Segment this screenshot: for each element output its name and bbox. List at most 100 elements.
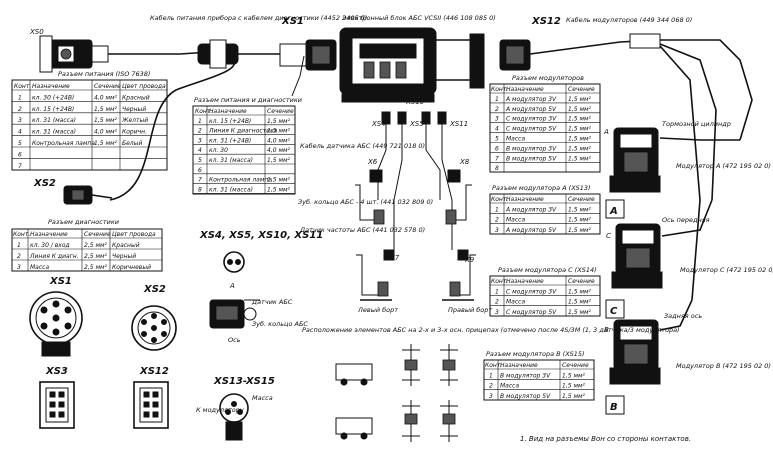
mod-main-cell: B модулятор 3V (506, 145, 557, 152)
xs2-th-2: Сечение (84, 231, 111, 238)
diag-cell: 6 (198, 167, 202, 174)
pinout-xs2 (131, 305, 177, 351)
mod-a-cell: 1,5 мм² (568, 206, 592, 213)
pinout-a-label: А (229, 282, 235, 290)
xs2-cell: Коричневый (112, 264, 151, 271)
modulator-cable-label: Кабель модуляторов (449 344 068 0) (566, 16, 692, 24)
xs2-th-3: Цвет провода (112, 231, 156, 238)
modulator-b-caption: Модулятор В (472 195 02 0) (676, 362, 771, 370)
modulator-b (605, 299, 693, 415)
mod-a-cell: 1 (495, 206, 499, 213)
modulator-a-note: Тормозной цилиндр (662, 120, 731, 128)
diag-cell: кл. 30 (209, 147, 228, 154)
xs1-lead (291, 55, 305, 97)
power-cell: 2 (18, 106, 22, 113)
power-cell: 1,5 мм² (94, 117, 118, 124)
power-cell: 4 (18, 129, 22, 136)
sensor-wiring: XS10 XS4 XS5 XS11 X6 X8 Кабель датчика А… (298, 98, 492, 314)
modulator-b-note: Задняя ось (664, 312, 702, 320)
pinout-xs13-group: XS13-XS15 (213, 376, 275, 387)
power-connector-xs0 (39, 35, 230, 73)
power-th-1: Назначение (32, 83, 70, 90)
mod-b-cell: 1,5 мм² (562, 383, 586, 390)
mod-main-cell: B модулятор 5V (506, 155, 557, 162)
diag-cell: кл. 31 (+24В) (209, 137, 251, 144)
power-cell: кл. 31 (масса) (32, 129, 76, 136)
pinout-xs4-group: XS4, XS5, XS10, XS11 (199, 230, 323, 241)
xs2-cell: Черный (112, 253, 136, 260)
mod-main-cell: A модулятор 5V (505, 106, 557, 113)
diag-cell: 2 (198, 128, 202, 135)
mod-main-cell: 1,5 мм² (568, 116, 592, 123)
xs2-cell: 2 (17, 253, 21, 260)
mod-b-cell: 2 (489, 383, 493, 390)
mod-main-cell: 2 (495, 106, 499, 113)
mod-c-th-0: Конт. (491, 278, 508, 285)
power-to-diag-cable (109, 55, 236, 201)
xs2-th-0: Конт. (13, 231, 30, 238)
modulator-c (605, 199, 713, 319)
ecu-block (339, 27, 485, 103)
xs1-label: XS1 (281, 16, 304, 27)
mod-main-cell: 1,5 мм² (568, 106, 592, 113)
mod-c-cell: 3 (495, 309, 499, 316)
mod-main-th-2: Сечение (568, 86, 595, 93)
power-cell: Контрольная лампа (32, 140, 95, 147)
power-cell: 5 (18, 140, 22, 147)
mod-a-cell: 2 (495, 217, 499, 224)
pinout-xs2-label: XS2 (143, 284, 166, 295)
diag-th-0: Конт. (195, 108, 212, 115)
mod-c-cell: C модулятор 3V (506, 288, 557, 295)
diag-cell: 1,5 мм² (267, 118, 291, 125)
power-cell: 4,0 мм² (94, 94, 118, 101)
ring-label: Зуб. кольцо АБС - 4 шт. (441 032 809 0) (298, 198, 433, 206)
diag-cell: 1,5 мм² (267, 177, 291, 184)
mod-a-cell: A модулятор 3V (505, 206, 557, 213)
power-cell: кл. 30 (+24В) (32, 94, 74, 101)
pinout-a-sensor (209, 299, 260, 329)
power-cell: 1,5 мм² (94, 140, 118, 147)
power-th-2: Сечение (94, 83, 121, 90)
diag-cell: Линия К диагностика (208, 128, 278, 135)
xs2-cell: 2,5 мм² (84, 242, 108, 249)
mod-main-cell: C модулятор 3V (506, 116, 557, 123)
mod-b-cell: 1 (489, 372, 493, 379)
power-cell: 7 (18, 163, 22, 170)
diag-cell: 1,5 мм² (267, 128, 291, 135)
pinout-sensor-part2: Зуб. кольцо АБС (252, 320, 308, 328)
power-cell: Красный (122, 94, 150, 101)
pinout-xs1-label: XS1 (49, 276, 72, 287)
mod-a-title: Разъем модулятора A (XS13) (492, 184, 591, 192)
mod-main-cell: 1,5 мм² (568, 136, 592, 143)
modulator-b-box: B (610, 402, 618, 413)
xs2-cell: 2,5 мм² (84, 253, 108, 260)
mod-a-cell: 3 (495, 227, 499, 234)
mod-b-cell: 1,5 мм² (562, 393, 586, 400)
mod-b-cell: 1,5 мм² (562, 372, 586, 379)
mod-table-main: Разъем модуляторов Конт. Назначение Сече… (489, 74, 601, 173)
xs2-cell: Масса (30, 264, 49, 271)
power-cell: 1 (18, 94, 22, 101)
mod-main-title: Разъем модуляторов (512, 74, 584, 82)
mod-table-b: Разъем модулятора В (XS15) Конт. Назначе… (483, 350, 595, 401)
mod-c-cell: 1,5 мм² (568, 299, 592, 306)
modulator-a (605, 127, 740, 219)
mod-main-cell: A модулятор 3V (505, 96, 557, 103)
mod-main-cell: 4 (495, 126, 499, 133)
mod-a-cell: Масса (506, 217, 525, 224)
xs11-label: XS11 (449, 120, 468, 128)
mod-b-title: Разъем модулятора В (XS15) (486, 350, 585, 358)
x6-label: X6 (367, 158, 378, 166)
mod-a-th-2: Сечение (568, 196, 595, 203)
mod-b-cell: B модулятор 5V (500, 393, 551, 400)
left-wheel-label: Левый борт (357, 306, 398, 314)
modulator-a-caption: Модулятор А (472 195 02 0) (676, 162, 771, 170)
power-table: Разъем питания (ISO 7638) Конт. Назначен… (11, 70, 168, 171)
mod-c-title: Разъем модулятора С (XS14) (498, 266, 597, 274)
mod-main-cell: 1,5 мм² (568, 126, 592, 133)
sensor-cable-label: Кабель датчика АБС (449 721 018 0) (300, 142, 425, 150)
diag-th-1: Назначение (209, 108, 247, 115)
